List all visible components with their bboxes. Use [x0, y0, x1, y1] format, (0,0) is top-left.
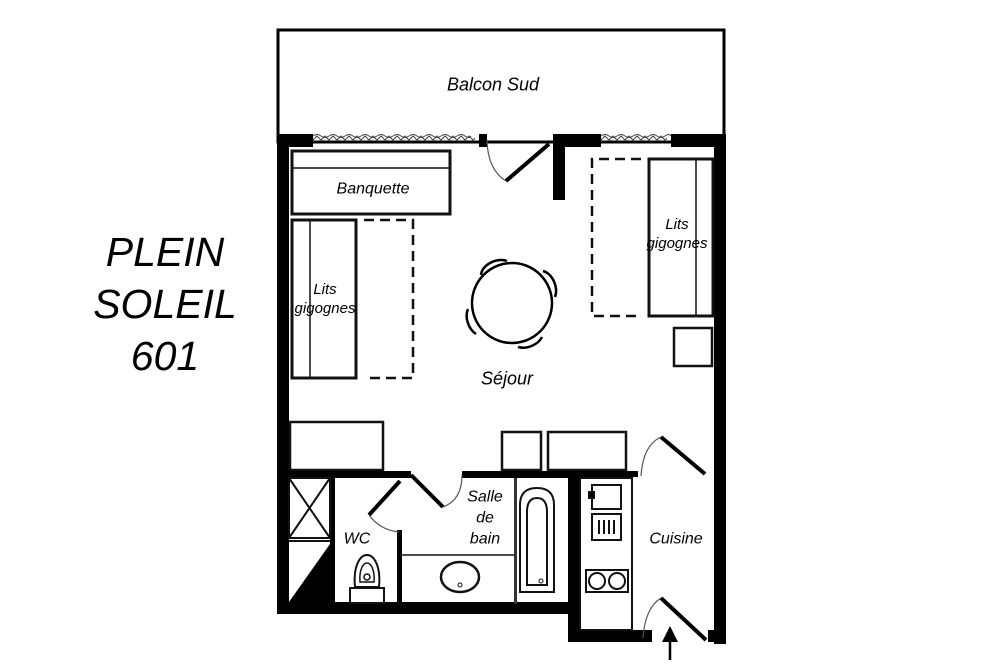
entrance-door[interactable] — [642, 596, 708, 642]
label-bathroom-line2: de — [476, 509, 494, 527]
entrance-arrow-icon — [662, 626, 678, 660]
label-bunk-right-line1: Lits — [665, 216, 689, 233]
label-bunk-right: Lits gigognes — [647, 215, 708, 253]
kitchen-sink-icon — [591, 513, 622, 541]
washbasin-icon — [400, 554, 514, 594]
side-table — [672, 326, 714, 368]
label-living-room: Séjour — [480, 368, 534, 389]
balcony-door[interactable] — [486, 140, 551, 183]
label-bunk-left-line1: Lits — [313, 281, 337, 298]
living-bottom-furniture — [288, 420, 628, 472]
label-bunk-left: Lits gigognes — [295, 280, 356, 318]
title-line-2: SOLEIL — [93, 281, 237, 327]
title-line-1: PLEIN — [105, 229, 225, 275]
interior-walls — [277, 471, 638, 608]
label-wc: WC — [343, 530, 371, 548]
kitchen-door-top[interactable] — [640, 435, 707, 477]
storage-closet-x-icon — [288, 477, 331, 602]
label-banquette: Banquette — [336, 180, 410, 198]
balcony — [276, 28, 726, 144]
dining-table — [465, 258, 558, 349]
two-burner-hob-icon — [585, 569, 629, 593]
label-bathroom-line1: Salle — [467, 488, 503, 506]
wc-door[interactable] — [367, 479, 402, 533]
fridge-icon — [591, 484, 622, 510]
label-balcony: Balcon Sud — [446, 74, 540, 95]
title-block: PLEIN SOLEIL 601 — [80, 226, 250, 382]
title-line-3: 601 — [130, 333, 200, 379]
bunk-bed-left — [290, 218, 415, 380]
kitchen-counter — [579, 477, 633, 631]
label-kitchen: Cuisine — [649, 530, 703, 548]
bunk-bed-right — [590, 157, 715, 318]
label-bathroom: Salle de bain — [467, 487, 503, 550]
label-bathroom-line3: bain — [469, 530, 501, 548]
bathroom-door[interactable] — [409, 473, 463, 509]
label-bunk-right-line2: gigognes — [646, 235, 708, 252]
bathtub-icon — [519, 486, 555, 593]
toilet-icon — [349, 553, 385, 604]
banquette — [290, 149, 452, 216]
label-bunk-left-line2: gigognes — [294, 300, 356, 317]
balcony-windows — [312, 134, 672, 141]
